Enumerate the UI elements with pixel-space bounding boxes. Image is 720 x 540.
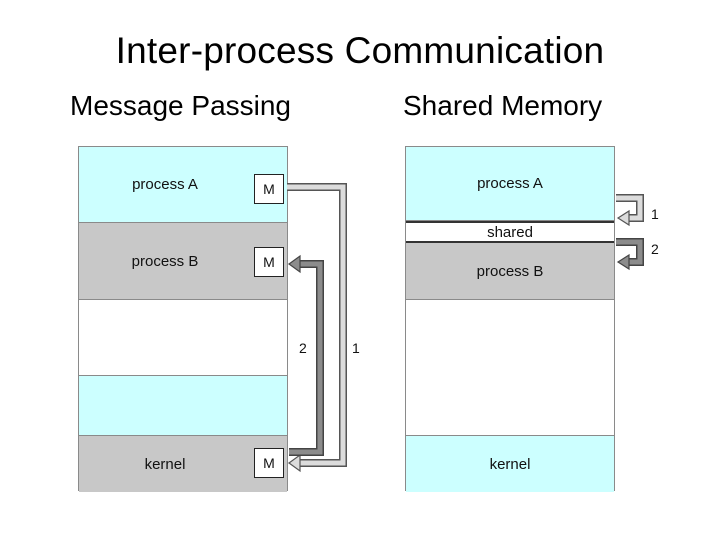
free-region: [79, 300, 287, 376]
shared-memory-diagram: process A shared process B kernel: [405, 146, 615, 492]
shared-memory-heading: Shared Memory: [403, 90, 603, 121]
process-b-region: process B: [406, 243, 614, 300]
slide-title: Inter-process Communication: [115, 30, 605, 71]
message-box-process-a: M: [254, 174, 284, 204]
shared-memory-arrow-1-label: 1: [651, 206, 659, 222]
kernel-label: kernel: [489, 455, 531, 473]
process-a-region: process A M: [79, 147, 287, 223]
message-passing-arrow-1: [287, 183, 347, 473]
process-b-label: process B: [131, 252, 199, 270]
shared-label: shared: [487, 223, 533, 241]
shared-memory-arrow-1: [616, 194, 644, 227]
message-passing-arrow-1-label: 1: [352, 340, 360, 356]
free-region: [406, 300, 614, 436]
kernel-region: kernel M: [79, 436, 287, 492]
process-b-label: process B: [476, 262, 544, 280]
process-a-label: process A: [477, 175, 543, 192]
message-box-process-b: M: [254, 247, 284, 277]
message-passing-arrow-2: [287, 254, 324, 456]
shared-region: shared: [406, 221, 614, 243]
other-region: [79, 376, 287, 436]
process-a-region: process A: [406, 147, 614, 221]
message-passing-diagram: process A M process B M kernel M: [78, 146, 288, 492]
kernel-label: kernel: [144, 455, 186, 473]
message-box-kernel: M: [254, 448, 284, 478]
message-passing-heading: Message Passing: [70, 90, 292, 121]
shared-memory-arrow-2: [616, 238, 644, 271]
kernel-region: kernel: [406, 436, 614, 492]
process-b-region: process B M: [79, 223, 287, 300]
process-a-label: process A: [132, 176, 198, 193]
shared-memory-arrow-2-label: 2: [651, 241, 659, 257]
message-passing-arrow-2-label: 2: [299, 340, 307, 356]
